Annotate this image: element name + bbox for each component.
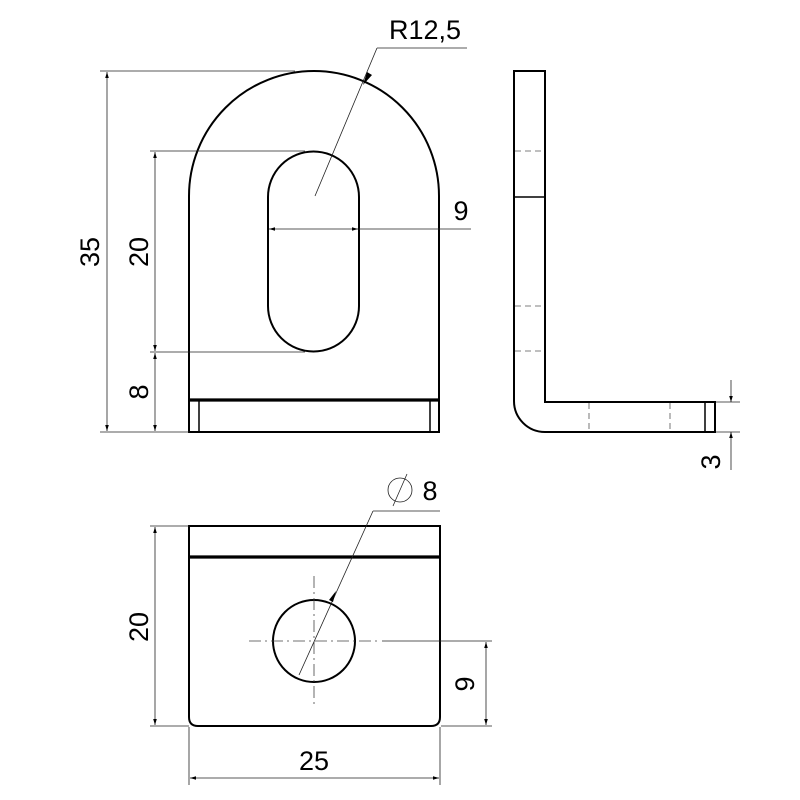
dimension-width-25: 25 bbox=[299, 746, 329, 776]
bottom-outline bbox=[188, 525, 441, 727]
radius-leader bbox=[314, 47, 378, 197]
dimension-bottom-8: 8 bbox=[124, 384, 154, 399]
side-outline bbox=[513, 70, 716, 433]
dimension-slot-length-20: 20 bbox=[124, 237, 154, 267]
diameter-symbol: ∅ bbox=[387, 473, 413, 507]
side-view: 3 bbox=[513, 70, 740, 470]
dimension-hole-offset-9: 9 bbox=[450, 676, 480, 691]
dimension-radius: R12,5 bbox=[389, 15, 461, 45]
front-outline bbox=[188, 70, 440, 433]
diameter-leader bbox=[298, 510, 374, 676]
dimension-depth-20: 20 bbox=[124, 612, 154, 642]
dimension-height-35: 35 bbox=[75, 237, 105, 267]
dimension-hole-diameter: 8 bbox=[422, 476, 437, 506]
bottom-view: ∅ 8 20 25 9 bbox=[124, 473, 492, 785]
dimension-slot-width-9: 9 bbox=[453, 196, 468, 226]
slot-outline bbox=[267, 150, 360, 353]
front-view: 35 20 8 9 R12,5 bbox=[75, 15, 471, 433]
radius-arrow bbox=[363, 72, 372, 85]
diameter-arrow bbox=[329, 591, 336, 602]
dimension-thickness-3: 3 bbox=[696, 454, 726, 469]
